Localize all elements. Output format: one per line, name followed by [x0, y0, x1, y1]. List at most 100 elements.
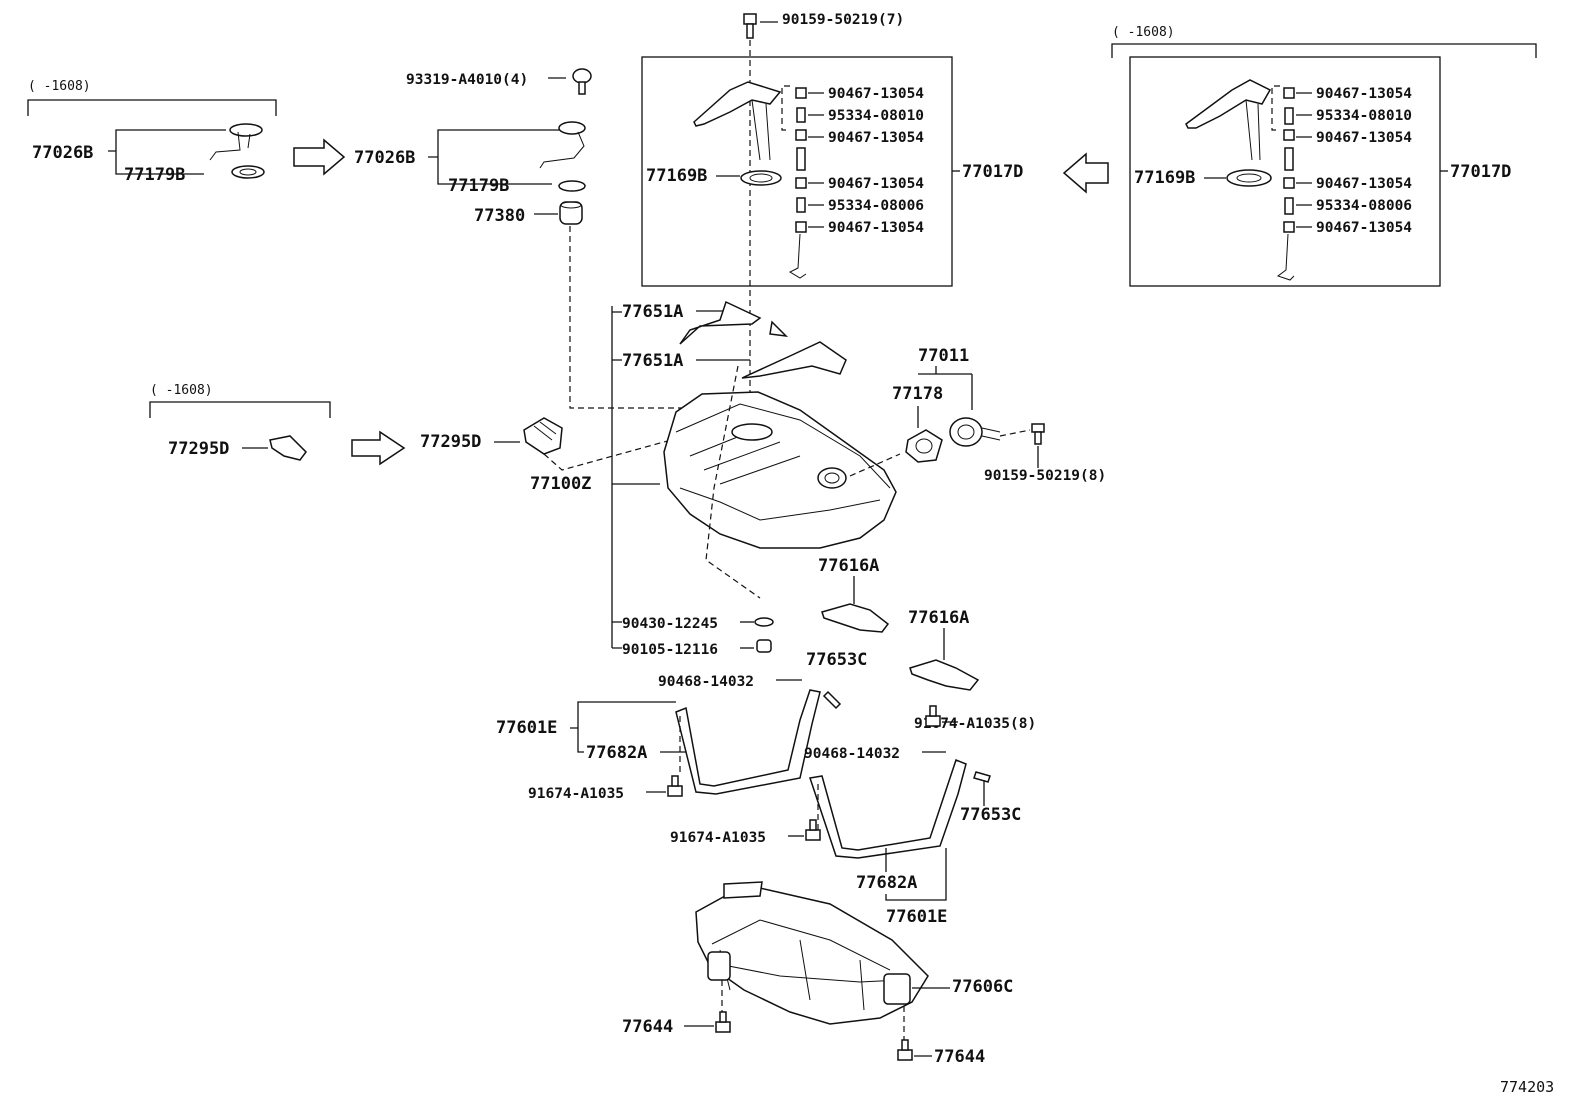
label-77295D-mid[interactable]: 77295D [420, 432, 481, 452]
pump-box-center: 90159-50219(7) 77169B 90467-13054 [641, 12, 1023, 460]
label-77169B-a[interactable]: 77169B [646, 166, 707, 186]
label-77026B-mid[interactable]: 77026B [354, 148, 415, 168]
label-91674-A1035-b[interactable]: 91674-A1035 [670, 830, 766, 846]
variant-bracket-mid [149, 401, 331, 418]
label-90467-13054-f[interactable]: 90467-13054 [1316, 130, 1412, 146]
label-95334-08010-a[interactable]: 95334-08010 [828, 108, 924, 124]
label-95334-08006-a[interactable]: 95334-08006 [828, 198, 924, 214]
hose-clamps-icons-b[interactable] [1276, 87, 1295, 281]
label-91674-A1035-a[interactable]: 91674-A1035 [528, 786, 624, 802]
arrow-right-icon-2 [351, 430, 406, 466]
arrow-left-icon [1062, 152, 1109, 194]
tank-protector-tray-icon[interactable] [695, 881, 929, 1025]
filter-icon-77380[interactable] [559, 201, 583, 225]
pin-icon-77653C-b[interactable] [973, 771, 991, 783]
screw-icon-93319[interactable] [572, 68, 592, 95]
label-77169B-b[interactable]: 77169B [1134, 168, 1195, 188]
pump-box-right: ( -1608) 77169B 90467-13054 95334-08010 … [1062, 25, 1537, 287]
label-77651A-b[interactable]: 77651A [622, 351, 683, 371]
protector-icon-a[interactable] [821, 603, 890, 633]
label-90467-13054-c[interactable]: 90467-13054 [828, 176, 924, 192]
bolt-icon-91674-8[interactable] [925, 705, 941, 727]
bolt-icon-91674-a[interactable] [667, 775, 683, 797]
label-90468-14032-a[interactable]: 90468-14032 [658, 674, 754, 690]
note-date-mid: ( -1608) [150, 383, 213, 398]
label-77100Z[interactable]: 77100Z [530, 474, 591, 494]
variant-group-77295D: ( -1608) 77295D 77295D [149, 383, 723, 471]
label-77601E-b[interactable]: 77601E [886, 907, 947, 927]
tank-pad-icon-b[interactable] [741, 341, 847, 379]
label-90468-14032-b[interactable]: 90468-14032 [804, 746, 900, 762]
label-77644-a[interactable]: 77644 [622, 1017, 673, 1037]
pin-icon-77653C-a[interactable] [822, 690, 842, 710]
pump-ring-icon-77011[interactable] [949, 417, 1001, 447]
label-93319-A4010[interactable]: 93319-A4010(4) [406, 72, 528, 88]
fuel-pump-bracket-icon-b[interactable] [1185, 79, 1272, 187]
label-95334-08006-b[interactable]: 95334-08006 [1316, 198, 1412, 214]
strap-icon-a[interactable] [675, 689, 821, 795]
variant-group-left: ( -1608) 77026B 77179B [27, 79, 346, 185]
bolt-icon-top[interactable] [743, 13, 757, 39]
label-77017D-b[interactable]: 77017D [1450, 162, 1511, 182]
dashed-link-pump [849, 453, 901, 477]
label-77295D-left[interactable]: 77295D [168, 439, 229, 459]
bolt-icon-90159-8[interactable] [1031, 423, 1045, 445]
label-77653C-b[interactable]: 77653C [960, 805, 1021, 825]
label-95334-08010-b[interactable]: 95334-08010 [1316, 108, 1412, 124]
label-77011[interactable]: 77011 [918, 346, 969, 366]
note-date-right: ( -1608) [1112, 25, 1175, 40]
label-77179B-mid[interactable]: 77179B [448, 176, 509, 196]
label-90430-12245[interactable]: 90430-12245 [622, 616, 718, 632]
valve-icon-77295D-left[interactable] [269, 435, 307, 461]
label-77606C[interactable]: 77606C [952, 977, 1013, 997]
label-90467-13054-e[interactable]: 90467-13054 [1316, 86, 1412, 102]
label-77178[interactable]: 77178 [892, 384, 943, 404]
valve-icon-77295D-mid[interactable] [523, 417, 563, 455]
label-77601E-a[interactable]: 77601E [496, 718, 557, 738]
leaders-clamps-a [808, 92, 824, 228]
strap-icon-b[interactable] [809, 759, 967, 859]
leader-77026B-left [108, 129, 226, 175]
fuel-tank-assembly: 77651A 77651A 77100Z 90430-12245 90105-1… [496, 300, 1106, 1067]
label-77380[interactable]: 77380 [474, 206, 525, 226]
bolt-icon-91674-b[interactable] [805, 819, 821, 841]
variant-bracket-left [27, 99, 277, 116]
label-77653C-a[interactable]: 77653C [806, 650, 867, 670]
gasket-icon-90430[interactable] [754, 617, 774, 627]
label-77616A-b[interactable]: 77616A [908, 608, 969, 628]
label-77026B-left[interactable]: 77026B [32, 143, 93, 163]
label-77682A-b[interactable]: 77682A [856, 873, 917, 893]
label-90467-13054-d[interactable]: 90467-13054 [828, 220, 924, 236]
fuel-sender-icon-left[interactable] [209, 123, 265, 179]
label-90105-12116[interactable]: 90105-12116 [622, 642, 718, 658]
fuel-sender-icon-mid[interactable] [539, 121, 586, 192]
tank-pad-icon-a[interactable] [679, 300, 789, 345]
label-77644-b[interactable]: 77644 [934, 1047, 985, 1067]
label-77682A-a[interactable]: 77682A [586, 743, 647, 763]
note-date-left: ( -1608) [28, 79, 91, 94]
bolt-icon-77644-b[interactable] [897, 1039, 913, 1061]
bolt-icon-77644-a[interactable] [715, 1011, 731, 1033]
label-90159-50219-8[interactable]: 90159-50219(8) [984, 468, 1106, 484]
label-77616A-a[interactable]: 77616A [818, 556, 879, 576]
leaders-clamps-b [1296, 92, 1312, 228]
protector-icon-b[interactable] [909, 659, 980, 691]
drain-plug-icon-90105[interactable] [756, 639, 772, 653]
label-90159-50219-7[interactable]: 90159-50219(7) [782, 12, 904, 28]
label-90467-13054-g[interactable]: 90467-13054 [1316, 176, 1412, 192]
leader-77011 [918, 366, 973, 410]
arrow-right-icon-1 [293, 138, 346, 176]
fuel-tank-icon[interactable] [663, 391, 897, 549]
label-77017D-a[interactable]: 77017D [962, 162, 1023, 182]
label-77179B-left[interactable]: 77179B [124, 165, 185, 185]
hose-clamps-icons-a[interactable] [788, 87, 807, 279]
label-77651A-a[interactable]: 77651A [622, 302, 683, 322]
leader-bracket-tank [611, 306, 660, 649]
label-90467-13054-a[interactable]: 90467-13054 [828, 86, 924, 102]
label-91674-A1035-8[interactable]: 91674-A1035(8) [914, 716, 1036, 732]
label-90467-13054-b[interactable]: 90467-13054 [828, 130, 924, 146]
fuel-pump-bracket-icon-a[interactable] [693, 81, 782, 186]
label-90467-13054-h[interactable]: 90467-13054 [1316, 220, 1412, 236]
gasket-icon-77178[interactable] [905, 429, 943, 463]
leader-77601E-a [570, 701, 676, 753]
